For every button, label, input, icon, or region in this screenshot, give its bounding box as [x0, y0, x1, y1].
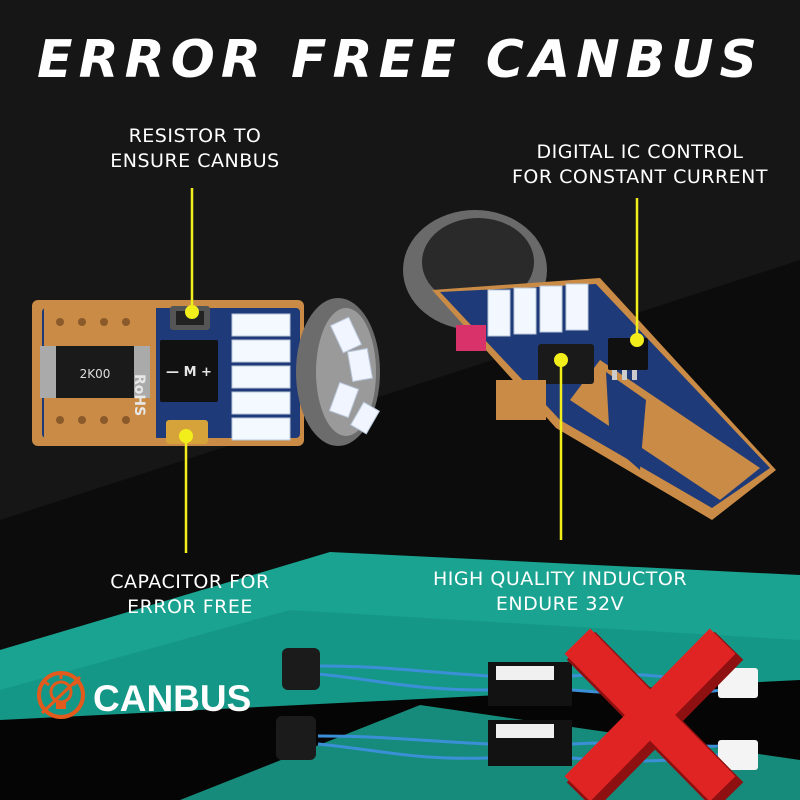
smd-led-row-angled: [487, 283, 589, 337]
callout-capacitor: CAPACITOR FOR ERROR FREE: [90, 570, 290, 620]
connector-socket-bottom: [276, 716, 316, 760]
canbus-badge-text: CANBUS: [93, 678, 252, 719]
warning-bulb-icon: [37, 671, 85, 719]
callout-capacitor-line-1: CAPACITOR FOR: [110, 571, 270, 593]
smd-led-column: [231, 313, 291, 441]
callout-capacitor-line-2: ERROR FREE: [127, 596, 253, 618]
resistor-code-text: 2K00: [80, 367, 111, 381]
resistor-2k00: [40, 346, 150, 398]
connector-socket-top: [282, 648, 320, 690]
bulb-plug-top: [718, 668, 758, 698]
callout-resistor-line-2: ENSURE CANBUS: [110, 150, 280, 172]
bulb-plug-bottom: [718, 740, 758, 770]
callout-resistor-line-1: RESISTOR TO: [128, 125, 262, 147]
pink-resistor: [456, 325, 486, 351]
rohs-text: RoHS: [131, 374, 147, 416]
polarity-text: — M +: [166, 365, 212, 380]
red-cross-icon: [564, 628, 744, 800]
pointer-lines: [184, 188, 639, 553]
pcb-holes: [56, 318, 130, 424]
callout-inductor-line-2: ENDURE 32V: [495, 593, 625, 615]
callout-ic: DIGITAL IC CONTROL FOR CONSTANT CURRENT: [490, 140, 790, 190]
callout-ic-line-1: DIGITAL IC CONTROL: [536, 141, 744, 163]
led-bulb-angled: [403, 210, 776, 520]
callout-inductor: HIGH QUALITY INDUCTOR ENDURE 32V: [410, 567, 710, 617]
headline: ERROR FREE CANBUS: [37, 30, 763, 90]
callout-resistor: RESISTOR TO ENSURE CANBUS: [95, 124, 295, 174]
pointer-dots: [179, 305, 644, 443]
bridge-rectifier: [160, 340, 218, 402]
bulb-tip-leds: [328, 316, 380, 435]
side-pin: [496, 380, 546, 420]
callout-ic-line-2: FOR CONSTANT CURRENT: [511, 166, 768, 188]
led-bulb-front: 2K00 RoHS — M +: [32, 298, 380, 446]
callout-inductor-line-1: HIGH QUALITY INDUCTOR: [432, 568, 688, 590]
